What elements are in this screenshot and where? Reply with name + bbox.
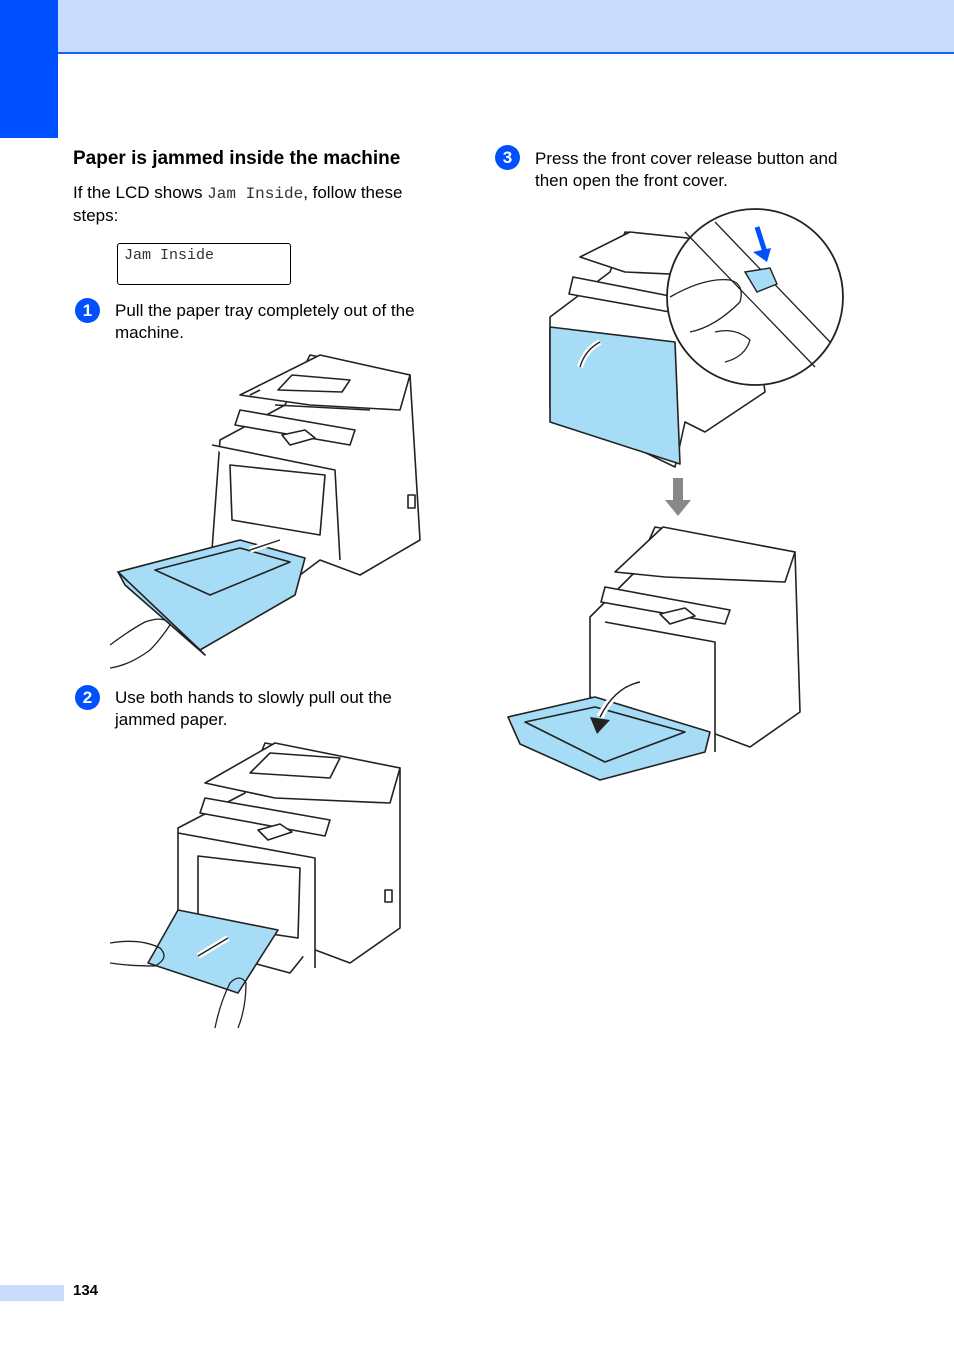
step-2-text: Use both hands to slowly pull out the ja… bbox=[115, 688, 392, 729]
intro-before: If the LCD shows bbox=[73, 183, 208, 202]
section-heading: Paper is jammed inside the machine bbox=[73, 148, 401, 169]
figure-pull-jammed-paper bbox=[110, 742, 401, 1029]
page-number: 134 bbox=[73, 1282, 99, 1299]
figure-pull-paper-tray bbox=[110, 354, 421, 669]
step-3-badge: 3 bbox=[495, 145, 520, 170]
header-band bbox=[0, 0, 954, 54]
step-1-badge: 1 bbox=[75, 298, 100, 323]
step-2-badge: 2 bbox=[75, 685, 100, 710]
lcd-display: Jam Inside bbox=[117, 243, 291, 285]
figure-front-cover-open bbox=[507, 526, 801, 781]
chapter-tab bbox=[0, 0, 58, 138]
intro-paragraph: If the LCD shows Jam Inside, follow thes… bbox=[73, 182, 448, 227]
intro-after: , follow these steps: bbox=[73, 183, 403, 225]
step-3-text: Press the front cover release button and… bbox=[535, 149, 838, 190]
intro-code: Jam Inside bbox=[207, 185, 304, 203]
down-arrow-icon bbox=[665, 478, 691, 516]
footer-band bbox=[0, 1285, 64, 1301]
figure-front-cover-release bbox=[549, 208, 844, 468]
step-1-text: Pull the paper tray completely out of th… bbox=[115, 301, 415, 342]
